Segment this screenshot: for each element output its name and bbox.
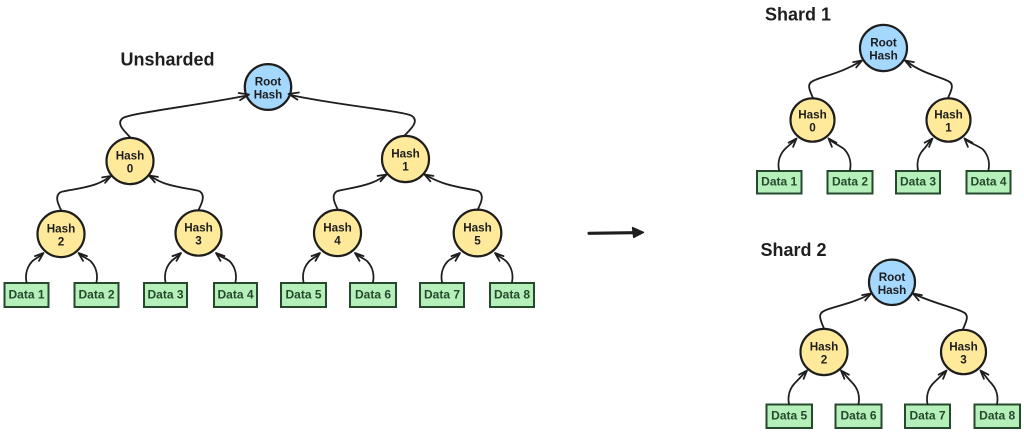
svg-text:5: 5 bbox=[474, 235, 481, 248]
svg-text:Root: Root bbox=[870, 37, 897, 50]
svg-text:Hash: Hash bbox=[323, 222, 352, 235]
svg-text:2: 2 bbox=[821, 354, 828, 367]
svg-text:Root: Root bbox=[255, 76, 282, 89]
svg-text:0: 0 bbox=[809, 122, 816, 135]
svg-text:Data 7: Data 7 bbox=[424, 287, 460, 301]
svg-text:4: 4 bbox=[334, 235, 341, 248]
svg-text:Root: Root bbox=[879, 271, 906, 284]
svg-text:Data 4: Data 4 bbox=[217, 287, 253, 301]
svg-text:Data 2: Data 2 bbox=[78, 287, 114, 301]
svg-text:Unsharded: Unsharded bbox=[121, 50, 215, 70]
svg-text:Hash: Hash bbox=[869, 50, 898, 63]
svg-text:Hash: Hash bbox=[949, 341, 978, 354]
svg-text:Data 4: Data 4 bbox=[970, 175, 1006, 189]
svg-text:Hash: Hash bbox=[934, 109, 963, 122]
svg-text:Hash: Hash bbox=[878, 284, 907, 297]
svg-text:Data 5: Data 5 bbox=[285, 287, 321, 301]
svg-text:Hash: Hash bbox=[798, 109, 827, 122]
svg-text:Data 6: Data 6 bbox=[355, 287, 391, 301]
svg-text:Hash: Hash bbox=[47, 223, 76, 236]
svg-text:Data 1: Data 1 bbox=[761, 175, 797, 189]
svg-text:Data 7: Data 7 bbox=[909, 409, 945, 423]
svg-text:Data 8: Data 8 bbox=[979, 409, 1015, 423]
svg-text:0: 0 bbox=[127, 163, 134, 176]
svg-text:Data 3: Data 3 bbox=[147, 287, 183, 301]
svg-text:Hash: Hash bbox=[254, 89, 283, 102]
svg-text:Shard 1: Shard 1 bbox=[765, 5, 831, 25]
svg-text:Data 5: Data 5 bbox=[771, 409, 807, 423]
svg-text:Data 1: Data 1 bbox=[8, 287, 44, 301]
svg-text:1: 1 bbox=[945, 122, 952, 135]
svg-text:Data 8: Data 8 bbox=[494, 287, 530, 301]
svg-text:Hash: Hash bbox=[391, 148, 420, 161]
svg-text:Shard 2: Shard 2 bbox=[761, 240, 827, 260]
svg-text:1: 1 bbox=[402, 161, 409, 174]
svg-text:3: 3 bbox=[960, 354, 967, 367]
svg-text:Data 6: Data 6 bbox=[840, 409, 876, 423]
svg-text:Data 2: Data 2 bbox=[832, 175, 868, 189]
svg-text:Hash: Hash bbox=[810, 341, 839, 354]
svg-text:Data 3: Data 3 bbox=[900, 175, 936, 189]
svg-text:Hash: Hash bbox=[184, 222, 213, 235]
svg-text:Hash: Hash bbox=[463, 222, 492, 235]
svg-text:Hash: Hash bbox=[116, 150, 145, 163]
svg-text:2: 2 bbox=[58, 236, 65, 249]
svg-text:3: 3 bbox=[195, 235, 202, 248]
